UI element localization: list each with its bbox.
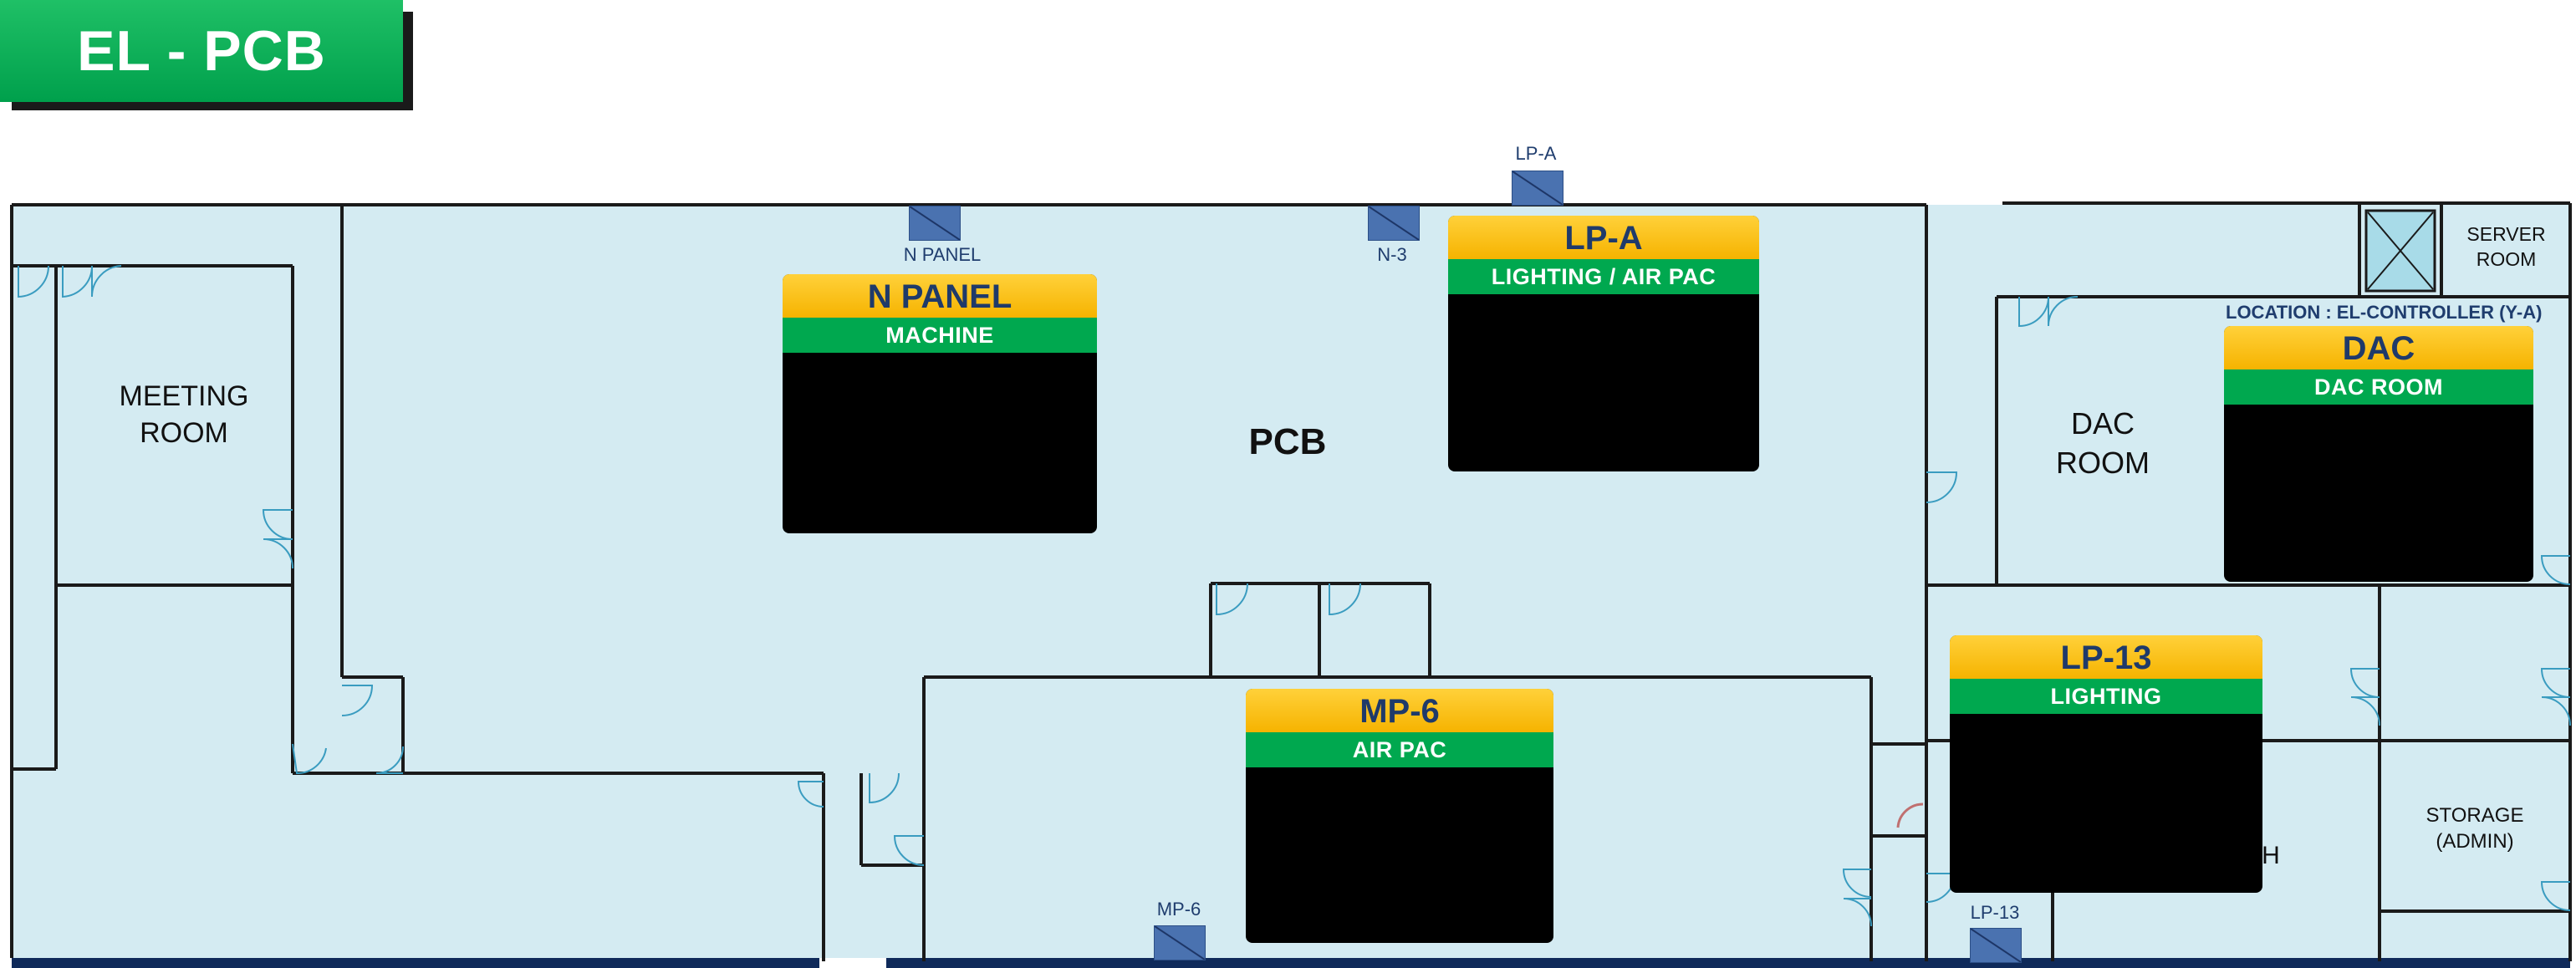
server-line-1: SERVER [2466, 223, 2546, 245]
bottom-edge [12, 958, 2570, 968]
dac-line-2: ROOM [2056, 445, 2150, 480]
location-note: LOCATION : EL-CONTROLLER (Y-A) [2226, 302, 2543, 323]
dac-line-1: DAC [2070, 406, 2135, 441]
marker-label-lp-a: LP-A [1515, 143, 1557, 164]
server-line-2: ROOM [2476, 247, 2537, 270]
card-dac-subtitle: DAC ROOM [2224, 369, 2533, 405]
room-meeting-label: MEETING ROOM [84, 378, 284, 451]
page-title: EL - PCB [0, 0, 403, 102]
card-lp-a[interactable]: LP-A LIGHTING / AIR PAC [1448, 216, 1759, 471]
room-server-label: SERVER ROOM [2446, 222, 2567, 273]
card-lp-13[interactable]: LP-13 LIGHTING [1950, 635, 2262, 893]
card-mp-6[interactable]: MP-6 AIR PAC [1246, 689, 1553, 943]
storage-line-1: STORAGE [2426, 804, 2524, 827]
room-pcb-label: PCB [1248, 421, 1327, 462]
room-dac-label: DAC ROOM [2032, 405, 2174, 483]
card-dac-title: DAC [2224, 326, 2533, 369]
card-lp-a-subtitle: LIGHTING / AIR PAC [1448, 259, 1759, 294]
panel-marker-n-panel-icon[interactable] [909, 206, 961, 241]
walls [10, 201, 2572, 961]
card-lp-a-title: LP-A [1448, 216, 1759, 259]
room-storage-label: STORAGE (ADMIN) [2391, 802, 2558, 854]
door-swings [18, 265, 2571, 927]
marker-label-lp-13: LP-13 [1970, 902, 2020, 923]
card-mp-6-title: MP-6 [1246, 689, 1553, 732]
card-lp-13-subtitle: LIGHTING [1950, 679, 2262, 714]
server-elevator-icon [2364, 209, 2436, 293]
card-n-panel[interactable]: N PANEL MACHINE [783, 274, 1097, 533]
partial-room-label: H [2262, 842, 2280, 869]
storage-line-2: (ADMIN) [2436, 830, 2514, 853]
meeting-line-2: ROOM [140, 417, 228, 450]
meeting-line-1: MEETING [119, 380, 249, 412]
card-n-panel-title: N PANEL [783, 274, 1097, 318]
card-dac[interactable]: DAC DAC ROOM [2224, 326, 2533, 582]
marker-label-mp-6: MP-6 [1156, 899, 1201, 920]
panel-marker-lp-13-icon[interactable] [1970, 928, 2022, 963]
card-n-panel-subtitle: MACHINE [783, 318, 1097, 353]
panel-marker-mp-6-icon[interactable] [1154, 925, 1206, 960]
panel-marker-n-3-icon[interactable] [1368, 206, 1420, 241]
card-mp-6-subtitle: AIR PAC [1246, 732, 1553, 767]
panel-marker-lp-a-icon[interactable] [1512, 171, 1563, 206]
marker-label-n-panel: N PANEL [903, 244, 982, 265]
card-lp-13-title: LP-13 [1950, 635, 2262, 679]
floor-fill [12, 205, 2570, 961]
marker-label-n-3: N-3 [1377, 244, 1407, 265]
